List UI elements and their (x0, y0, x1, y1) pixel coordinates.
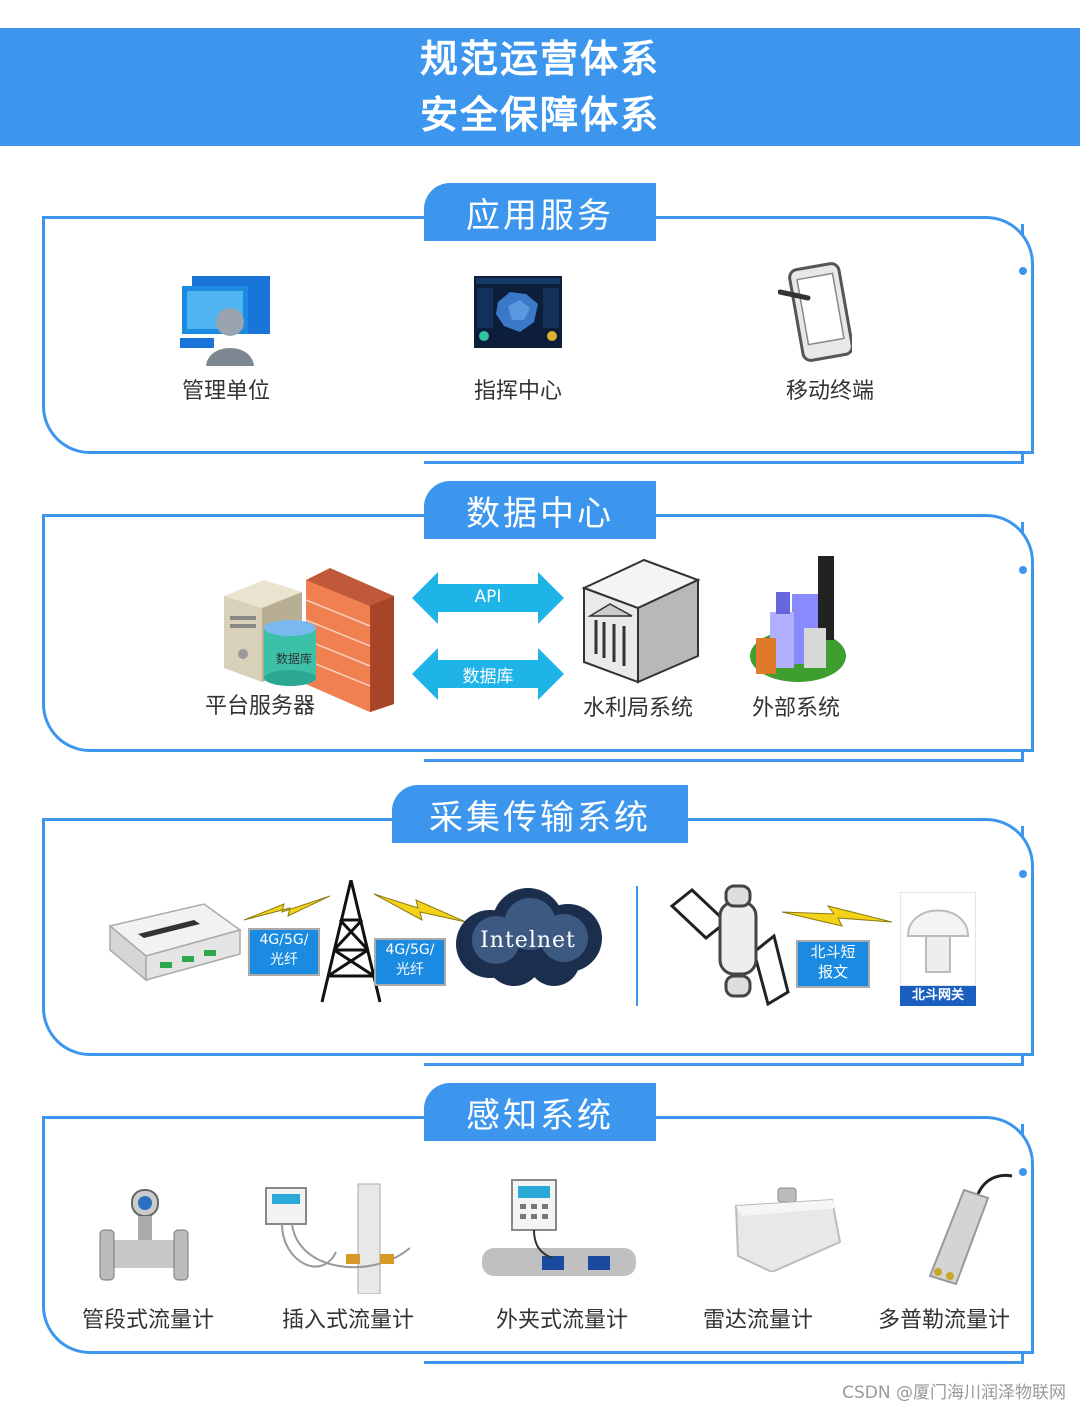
city-icon (750, 556, 846, 682)
insertion-flowmeter-icon (265, 1183, 410, 1294)
top-banner: 规范运营体系 安全保障体系 (0, 28, 1080, 146)
server-database-firewall-icon (224, 568, 394, 712)
divider (636, 886, 638, 1006)
arrow-label-api: API (474, 587, 502, 607)
wireless-signal-icon (782, 905, 892, 927)
pipe-flowmeter-icon (99, 1189, 189, 1281)
label-mobile-terminal: 移动终端 (785, 379, 874, 404)
dashboard-map-icon (474, 276, 562, 348)
wireless-signal-icon (244, 895, 330, 921)
frame-dot (1019, 267, 1027, 275)
frame-dot (1019, 566, 1027, 574)
section-data-frame (42, 514, 1034, 752)
link-label-2: 4G/5G/ 光纤 (374, 938, 446, 986)
label-doppler-flowmeter: 多普勒流量计 (877, 1308, 1010, 1333)
rtu-device-icon (108, 903, 242, 982)
database-double-arrow (412, 648, 564, 700)
cloud-label: Intelnet (480, 928, 576, 953)
label-platform-server: 平台服务器 (204, 694, 315, 719)
satellite-icon (670, 884, 790, 1006)
section-data-title: 数据中心 (424, 481, 656, 539)
section-app-title: 应用服务 (424, 183, 656, 241)
beidou-antenna-icon (900, 892, 976, 986)
computer-user-icon (180, 276, 270, 366)
frame-dot (1019, 870, 1027, 878)
label-pipe-flowmeter: 管段式流量计 (81, 1308, 214, 1333)
link-label-1: 4G/5G/ 光纤 (248, 928, 320, 976)
label-clamp-flowmeter: 外夹式流量计 (495, 1308, 628, 1333)
building-icon (581, 558, 701, 684)
cell-tower-icon (320, 880, 382, 1003)
section-sense-frame (42, 1116, 1034, 1354)
cloud-icon (456, 888, 602, 986)
banner-line-2: 安全保障体系 (419, 93, 660, 137)
section-collect-title: 采集传输系统 (392, 785, 688, 843)
tablet-stylus-icon (778, 262, 852, 362)
label-water-bureau: 水利局系统 (582, 696, 693, 721)
beidou-gateway-label: 北斗网关 (900, 986, 976, 1006)
label-command-center: 指挥中心 (473, 379, 562, 404)
arrow-label-database: 数据库 (462, 667, 514, 687)
watermark-credit: CSDN @厦门海川润泽物联网 (842, 1383, 1066, 1403)
label-external-system: 外部系统 (751, 696, 840, 721)
label-management-unit: 管理单位 (181, 379, 270, 404)
section-sense-title: 感知系统 (424, 1083, 656, 1141)
label-radar-flowmeter: 雷达流量计 (702, 1308, 813, 1333)
doppler-flowmeter-icon (928, 1173, 1013, 1286)
label-insertion-flowmeter: 插入式流量计 (281, 1308, 414, 1333)
banner-line-1: 规范运营体系 (419, 37, 660, 81)
clamp-flowmeter-icon (482, 1179, 636, 1276)
api-double-arrow (412, 572, 564, 624)
radar-flowmeter-icon (734, 1187, 842, 1272)
frame-dot (1019, 1168, 1027, 1176)
beidou-message-label: 北斗短 报文 (796, 940, 870, 988)
database-badge: 数据库 (275, 652, 312, 666)
wireless-signal-icon (374, 893, 466, 923)
